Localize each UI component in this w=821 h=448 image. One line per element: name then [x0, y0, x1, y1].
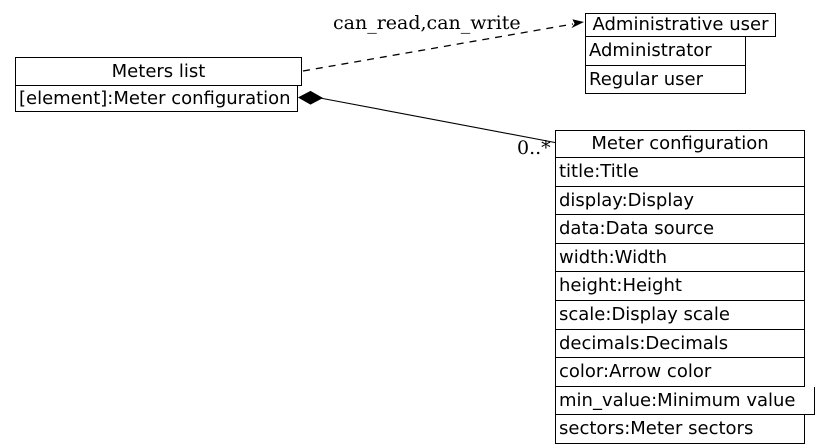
- attribute-row: color:Arrow color: [555, 358, 805, 387]
- attribute-row: sectors:Meter sectors: [555, 415, 805, 444]
- attribute-row: decimals:Decimals: [555, 329, 805, 359]
- edge-label-multiplicity: 0..*: [517, 137, 551, 159]
- edge-label-permissions: can_read,can_write: [333, 12, 521, 34]
- node-title: Meters list: [15, 57, 302, 86]
- attribute-row: width:Width: [555, 243, 805, 273]
- composition-edge: [297, 90, 556, 144]
- diamond-icon: [297, 90, 324, 105]
- node-administrative-user: Administrative user Administrator Regula…: [585, 13, 776, 94]
- node-meter-configuration: Meter configuration title:Title display:…: [555, 130, 815, 444]
- attribute-row: min_value:Minimum value: [555, 386, 815, 416]
- attribute-row: data:Data source: [555, 215, 805, 244]
- node-meters-list: Meters list [element]:Meter configuratio…: [15, 57, 302, 112]
- association-edge: [302, 19, 584, 72]
- attribute-row: Regular user: [585, 65, 746, 94]
- attribute-row: title:Title: [555, 158, 805, 187]
- attribute-row: height:Height: [555, 272, 805, 301]
- attribute-row: [element]:Meter configuration: [15, 86, 298, 112]
- attribute-row: Administrator: [585, 37, 746, 66]
- node-title: Meter configuration: [555, 130, 805, 158]
- node-title: Administrative user: [585, 13, 776, 37]
- arrowhead-icon: [571, 19, 584, 29]
- attribute-row: display:Display: [555, 186, 805, 216]
- attribute-row: scale:Display scale: [555, 300, 805, 330]
